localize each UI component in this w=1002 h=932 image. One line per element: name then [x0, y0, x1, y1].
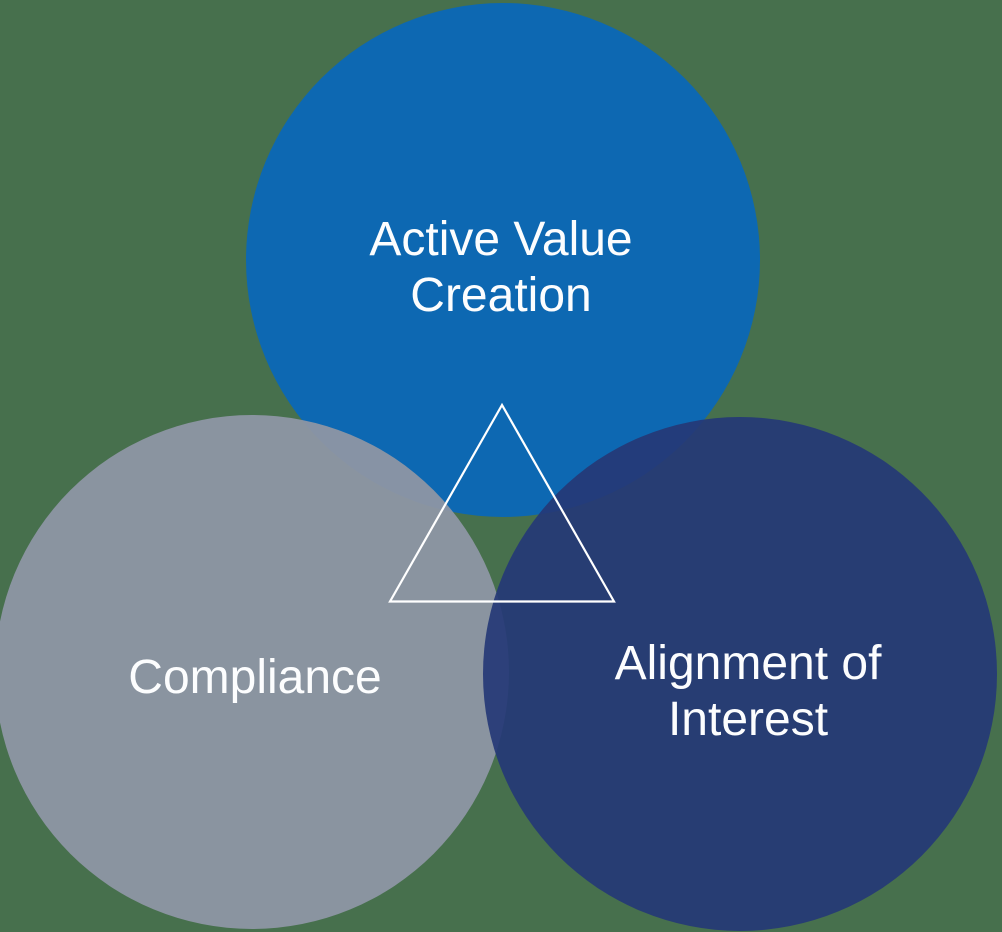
- label-active-value-creation: Active Value Creation: [369, 212, 632, 324]
- label-line: Compliance: [128, 651, 382, 704]
- label-alignment-of-interest: Alignment of Interest: [615, 636, 882, 748]
- label-line: Creation: [410, 269, 592, 322]
- label-line: Active Value: [369, 213, 633, 266]
- label-line: Alignment of: [614, 637, 882, 690]
- label-compliance: Compliance: [128, 650, 381, 706]
- label-line: Interest: [667, 693, 829, 746]
